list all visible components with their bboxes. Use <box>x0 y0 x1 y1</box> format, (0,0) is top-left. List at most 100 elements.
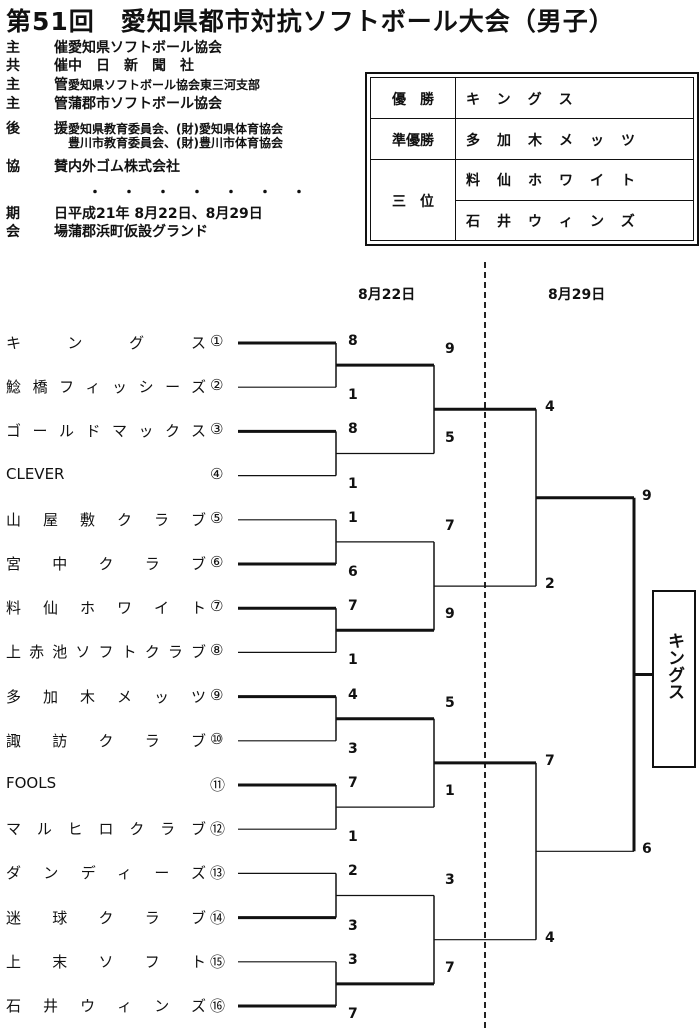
team-name: 鯰橋フィッシーズ <box>6 378 206 397</box>
team-name: 多加木メッツ <box>6 687 206 706</box>
round1-score: 7 <box>348 1006 358 1022</box>
round1-score: 3 <box>348 951 358 968</box>
team-seed: ⑬ <box>210 864 226 883</box>
round2-score: 1 <box>445 783 455 800</box>
round2-score: 7 <box>445 959 455 976</box>
round2-score: 9 <box>445 606 455 623</box>
info-key: 主 管 <box>6 96 78 112</box>
info-row: 豊川市教育委員会、(財)豊川市体育協会 <box>6 134 283 151</box>
info-value: 内外ゴム株式会社 <box>68 159 180 175</box>
round1-score: 8 <box>348 421 358 438</box>
results-table: 優 勝 キングス 準優勝 多加木メッツ 三 位 料仙ホワイト 石井ウィンズ <box>365 72 699 246</box>
date-divider <box>484 262 486 1028</box>
runnerup-label: 準優勝 <box>392 133 434 149</box>
champion-box: キングス <box>652 590 696 768</box>
info-key: 会 場 <box>6 224 78 240</box>
team-seed: ⑫ <box>210 820 226 839</box>
team-name: 諏訪クラブ <box>6 731 206 750</box>
winner-team: キングス <box>466 92 590 108</box>
runnerup-team: 多加木メッツ <box>466 133 652 149</box>
final-score: 6 <box>642 841 652 858</box>
info-row: 主 管愛知県ソフトボール協会東三河支部 <box>6 74 260 94</box>
round2-score: 5 <box>445 429 455 446</box>
team-name: 宮中クラブ <box>6 555 206 573</box>
round2-score: 7 <box>445 517 455 534</box>
semi-score: 4 <box>545 399 555 416</box>
info-row: 期 日平成21年 8月22日、8月29日 <box>6 203 263 223</box>
info-row: 共 催中 日 新 聞 社 <box>6 55 194 75</box>
team-name: 上赤池ソフトクラブ <box>6 643 206 662</box>
third-team-1: 料仙ホワイト <box>466 173 652 189</box>
round1-score: 4 <box>348 686 358 703</box>
round2-score: 3 <box>445 871 455 888</box>
team-name: 料仙ホワイト <box>6 599 206 618</box>
round1-score: 6 <box>348 564 358 580</box>
round1-score: 1 <box>348 387 358 404</box>
info-key: 主 催 <box>6 40 78 56</box>
third-team-2: 石井ウィンズ <box>466 214 652 230</box>
round1-score: 7 <box>348 598 358 615</box>
round1-score: 1 <box>348 829 358 846</box>
date-round1: 8月22日 <box>358 287 416 303</box>
third-label: 三 位 <box>392 194 434 210</box>
final-score: 9 <box>642 487 652 504</box>
info-value: 平成21年 8月22日、8月29日 <box>68 206 263 222</box>
team-name: ゴールドマックス <box>6 422 206 441</box>
round1-score: 1 <box>348 475 358 492</box>
info-value: 愛知県ソフトボール協会東三河支部 <box>68 78 261 92</box>
info-value: 愛知県ソフトボール協会 <box>68 40 222 56</box>
team-seed: ③ <box>210 420 224 439</box>
info-row: 協 賛内外ゴム株式会社 <box>6 156 180 176</box>
team-name: 山屋敷クラブ <box>6 510 206 529</box>
team-name: マルヒロクラブ <box>6 820 206 839</box>
team-name: 石井ウィンズ <box>6 997 206 1015</box>
team-name: ダンディーズ <box>6 864 206 883</box>
semi-score: 2 <box>545 576 555 593</box>
winner-label: 優 勝 <box>392 92 434 108</box>
team-name: 上末ソフト <box>6 952 206 971</box>
round2-score: 9 <box>445 341 455 358</box>
date-round2: 8月29日 <box>548 287 606 303</box>
team-row: FOOLS ⑪ <box>6 774 236 794</box>
info-key: 主 管 <box>6 77 78 93</box>
info-value: 豊川市教育委員会、(財)豊川市体育協会 <box>68 136 283 150</box>
team-seed: ⑮ <box>210 952 226 971</box>
team-seed: ① <box>210 332 224 350</box>
info-value: 愛知県教育委員会、(財)愛知県体育協会 <box>68 122 283 136</box>
round1-score: 3 <box>348 740 358 757</box>
team-seed: ⑥ <box>210 553 224 571</box>
round2-score: 5 <box>445 694 455 711</box>
sponsor-dots: ・・・・・・・ <box>88 185 326 201</box>
info-key: 共 催 <box>6 58 78 74</box>
page-title: 第51回 愛知県都市対抗ソフトボール大会（男子） <box>6 7 615 36</box>
team-seed: ⑪ <box>210 776 226 794</box>
team-seed: ⑦ <box>210 597 224 616</box>
team-seed: ⑧ <box>210 641 224 660</box>
round1-score: 3 <box>348 917 358 934</box>
round1-score: 1 <box>348 509 358 526</box>
team-name: キングス <box>6 334 206 352</box>
round1-score: 8 <box>348 333 358 349</box>
champion-name: キングス <box>664 632 684 700</box>
team-seed: ⑯ <box>210 997 226 1015</box>
team-name: FOOLS <box>6 774 57 792</box>
round1-score: 1 <box>348 652 358 669</box>
team-seed: ⑤ <box>210 508 224 527</box>
info-key: 期 日 <box>6 206 78 222</box>
info-row: 主 催愛知県ソフトボール協会 <box>6 37 222 57</box>
round1-score: 7 <box>348 775 358 791</box>
info-row: 主 管蒲郡市ソフトボール協会 <box>6 93 222 113</box>
team-seed: ④ <box>210 464 224 483</box>
info-row: 会 場蒲郡浜町仮設グランド <box>6 221 208 241</box>
